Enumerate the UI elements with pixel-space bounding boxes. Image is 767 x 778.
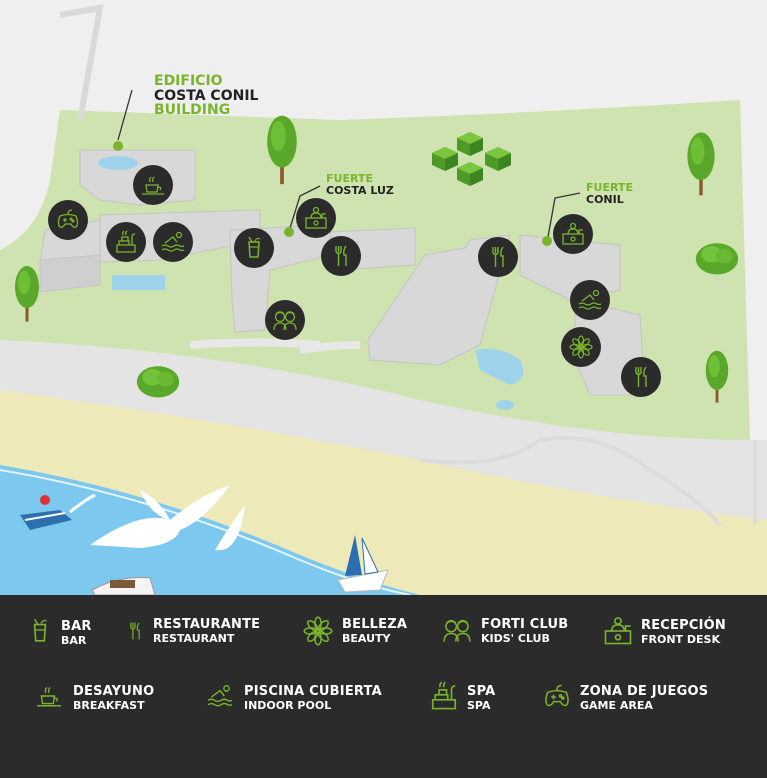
restaurant-icon: [125, 616, 145, 646]
legend-breakfast-es: DESAYUNO: [73, 684, 155, 699]
label-costa-luz-line2: COSTA LUZ: [326, 183, 394, 197]
marker-breakfast[interactable]: [133, 165, 173, 205]
legend-restaurant-en: RESTAURANT: [153, 632, 235, 645]
legend-spa-en: SPA: [467, 699, 491, 712]
marker-restaurant-2[interactable]: [478, 237, 518, 277]
front-desk-icon: [603, 616, 633, 646]
label-edificio-line2: COSTA CONIL: [154, 87, 259, 104]
label-fuerte-conil: FUERTE CONIL: [586, 182, 633, 205]
yacht: [91, 577, 156, 595]
label-costa-luz-line1: FUERTE: [326, 172, 373, 185]
breakfast-icon: [33, 683, 65, 709]
legend-spa-es: SPA: [467, 684, 496, 699]
seagull-large: [90, 485, 230, 548]
label-edificio-line1: EDIFICIO: [154, 73, 223, 89]
building-fuerte-conil: [367, 234, 646, 396]
marker-spa[interactable]: [106, 222, 146, 262]
seagull-small: [215, 505, 245, 551]
legend-game-area-es: ZONA DE JUEGOS: [580, 684, 709, 699]
legend-item-restaurant: RESTAURANTE RESTAURANT: [125, 616, 260, 646]
legend-bar-es: BAR: [61, 619, 92, 634]
game-area-icon: [542, 683, 572, 711]
legend-item-bar: BAR BAR: [27, 616, 92, 646]
legend-indoor-pool-es: PISCINA CUBIERTA: [244, 684, 382, 699]
jet-ski: [20, 493, 96, 530]
bar-icon: [27, 616, 53, 646]
legend-item-beauty: BELLEZA BEAUTY: [302, 616, 407, 646]
marker-bar[interactable]: [234, 228, 274, 268]
sailboat: [337, 535, 389, 593]
legend-item-game-area: ZONA DE JUEGOS GAME AREA: [542, 683, 708, 711]
spa-icon: [429, 681, 459, 711]
legend-item-front-desk: RECEPCIÓN FRONT DESK: [603, 616, 726, 646]
legend-beauty-es: BELLEZA: [342, 617, 408, 632]
legend-kids-club-es: FORTI CLUB: [481, 617, 569, 632]
legend-beauty-en: BEAUTY: [342, 632, 391, 645]
label-fuerte-costa-luz: FUERTE COSTA LUZ: [326, 173, 394, 196]
beauty-icon: [302, 616, 334, 646]
legend-indoor-pool-en: INDOOR POOL: [244, 699, 332, 712]
label-conil-line1: FUERTE: [586, 181, 633, 194]
legend-kids-club-en: KIDS' CLUB: [481, 632, 550, 645]
map-legend: BAR BAR RESTAURANTE RESTAURANT BELLEZA B…: [0, 595, 767, 778]
shore-road: [0, 340, 767, 520]
marker-indoor-pool-1[interactable]: [153, 222, 193, 262]
legend-item-indoor-pool: PISCINA CUBIERTA INDOOR POOL: [204, 683, 382, 711]
legend-item-kids-club: FORTI CLUB KIDS' CLUB: [441, 616, 568, 644]
marker-front-desk-2[interactable]: [553, 214, 593, 254]
legend-breakfast-en: BREAKFAST: [73, 699, 145, 712]
marker-game-area[interactable]: [48, 200, 88, 240]
label-edificio-costa-conil: EDIFICIO COSTA CONIL BUILDING: [154, 74, 258, 118]
marker-front-desk-1[interactable]: [296, 198, 336, 238]
legend-restaurant-es: RESTAURANTE: [153, 617, 261, 632]
label-edificio-line3: BUILDING: [154, 102, 231, 119]
legend-front-desk-en: FRONT DESK: [641, 633, 720, 646]
marker-beauty[interactable]: [561, 327, 601, 367]
label-conil-line2: CONIL: [586, 192, 624, 206]
legend-game-area-en: GAME AREA: [580, 699, 653, 712]
sea: [0, 465, 420, 595]
resort-map: [0, 4, 767, 595]
legend-bar-en: BAR: [61, 634, 87, 647]
marker-indoor-pool-2[interactable]: [570, 280, 610, 320]
marker-kids-club[interactable]: [265, 300, 305, 340]
marker-restaurant-1[interactable]: [321, 236, 361, 276]
legend-item-spa: SPA SPA: [429, 681, 495, 711]
indoor-pool-icon: [204, 683, 236, 709]
marker-restaurant-3[interactable]: [621, 357, 661, 397]
legend-front-desk-es: RECEPCIÓN: [641, 618, 726, 633]
legend-item-breakfast: DESAYUNO BREAKFAST: [33, 683, 154, 711]
kids-club-icon: [441, 616, 473, 644]
